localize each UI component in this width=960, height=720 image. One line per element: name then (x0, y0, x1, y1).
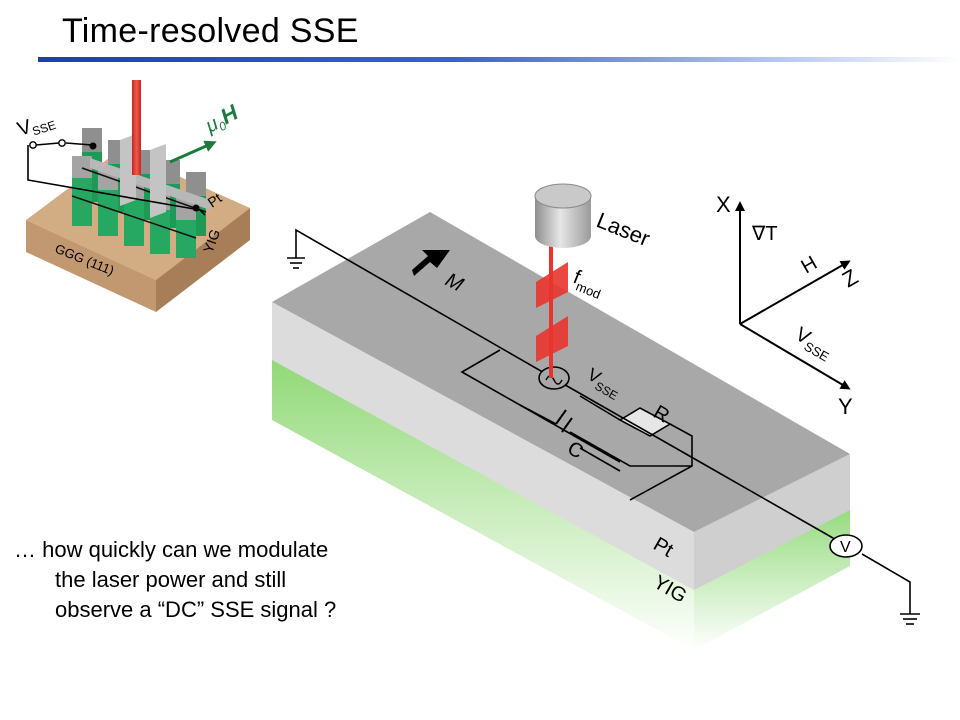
voltmeter (829, 534, 863, 558)
axis-y-label: Y (838, 394, 853, 419)
caption-text: … how quickly can we modulate the laser … (14, 535, 336, 625)
axis-gradt-label: ∇T (751, 223, 778, 245)
caption-line: … how quickly can we modulate (14, 537, 329, 562)
magnetization-arrow (412, 250, 450, 276)
laser-beam (549, 244, 553, 378)
main-circuit (287, 228, 920, 625)
yig-layer-front (272, 352, 694, 650)
coordinate-axes (735, 201, 851, 390)
caption-line: the laser power and still (55, 567, 287, 592)
modulation-pulse (536, 316, 568, 362)
axis-h-label: H (798, 252, 822, 278)
ggg-substrate-front (26, 220, 156, 312)
laser-head (535, 196, 591, 248)
inset-vsse-label: VSSE (15, 108, 58, 142)
inset-circuit-wire (27, 142, 206, 216)
pt-layer-side (694, 454, 850, 590)
capacitor-plate (561, 417, 573, 433)
title-underline (38, 57, 960, 62)
yig-layer-side (694, 500, 850, 650)
field-arrow (169, 140, 217, 164)
inset-device: VSSE μ0H Pt YIG GGG (111) (15, 80, 250, 312)
caption-line: observe a “DC” SSE signal ? (55, 597, 337, 622)
inset-laser-beam (132, 80, 141, 175)
voltmeter-label: V (840, 539, 851, 556)
field-label: μ0H (200, 99, 244, 140)
pt-layer-front (272, 302, 694, 590)
capacitor-plate (555, 409, 567, 425)
laser-assembly (534, 183, 592, 378)
axis-z-label: Z (838, 264, 862, 292)
axis-x-label: X (716, 192, 731, 217)
ggg-substrate-side (156, 208, 250, 312)
modulation-pulse (536, 262, 568, 308)
slide-title: Time-resolved SSE (62, 12, 359, 50)
inset-yig-label: YIG (200, 227, 223, 255)
laser-label: Laser (593, 207, 653, 251)
vsse-source (538, 366, 570, 390)
